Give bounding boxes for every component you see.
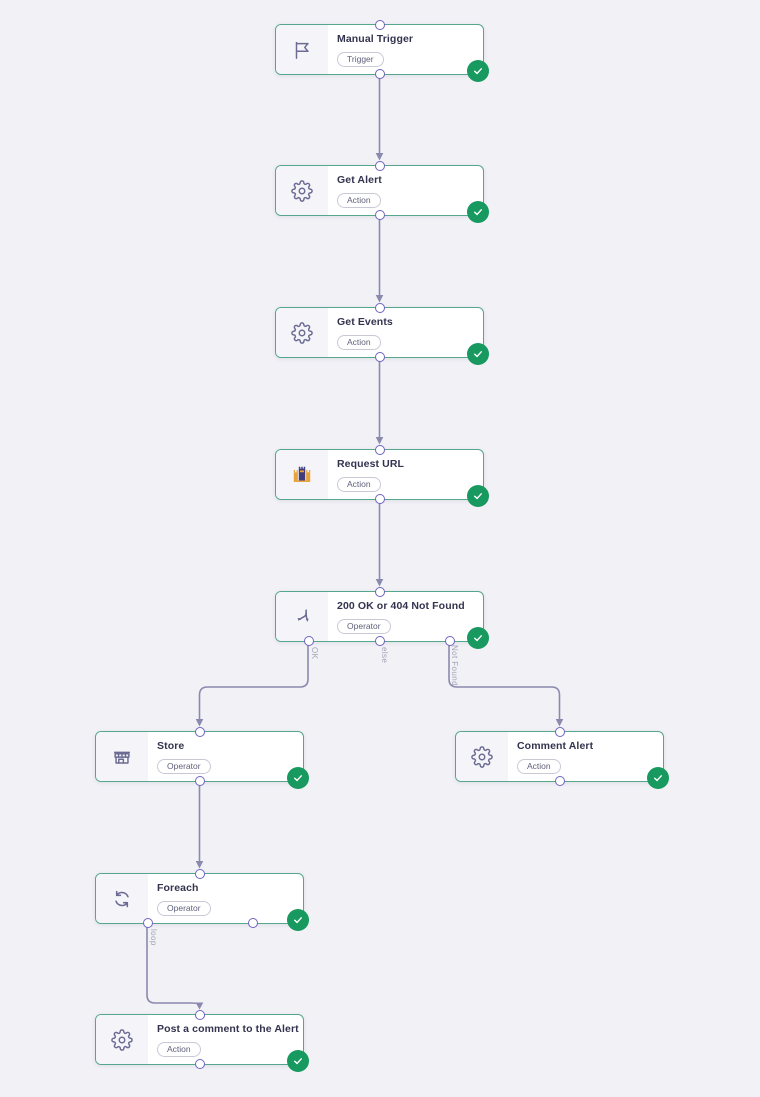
success-check-badge xyxy=(287,767,309,789)
flag-icon xyxy=(276,25,328,74)
loop-icon xyxy=(96,874,148,923)
node-title: Manual Trigger xyxy=(337,33,414,45)
node-title: Store xyxy=(157,740,185,752)
port-ok[interactable] xyxy=(304,636,314,646)
check-icon xyxy=(474,351,482,358)
node-type-badge: Operator xyxy=(337,619,391,635)
node-type-badge: Trigger xyxy=(337,52,384,68)
success-check-badge xyxy=(647,767,669,789)
port-else[interactable] xyxy=(374,636,385,646)
node-title: Foreach xyxy=(157,882,199,894)
check-icon xyxy=(294,1058,302,1065)
gear-icon xyxy=(276,308,328,357)
success-check-badge xyxy=(467,485,489,507)
port-top[interactable] xyxy=(374,20,385,30)
success-check-badge xyxy=(467,627,489,649)
node-get-alert[interactable]: Get Alert Action xyxy=(275,161,489,223)
check-icon xyxy=(474,493,482,500)
castle-app-icon xyxy=(276,450,328,499)
arrowhead-icon xyxy=(375,295,384,303)
node-type-badge: Action xyxy=(517,759,561,775)
check-icon xyxy=(294,917,302,924)
edge-condition-store xyxy=(198,642,309,719)
check-icon xyxy=(294,775,302,782)
node-store[interactable]: Store Operator xyxy=(95,727,309,789)
gear-icon xyxy=(96,1015,148,1064)
port-top[interactable] xyxy=(194,869,205,879)
port-bottom[interactable] xyxy=(194,776,205,786)
arrowhead-icon xyxy=(555,719,564,727)
success-check-badge xyxy=(287,1050,309,1072)
success-check-badge xyxy=(287,909,309,931)
check-icon xyxy=(474,209,482,216)
success-check-badge xyxy=(467,60,489,82)
port-not-found[interactable] xyxy=(445,636,455,646)
node-foreach[interactable]: Foreach Operator xyxy=(95,869,309,931)
node-type-badge: Operator xyxy=(157,759,211,775)
port-top[interactable] xyxy=(194,1010,205,1020)
gear-icon xyxy=(276,166,328,215)
port-bottom[interactable] xyxy=(374,494,385,504)
port-bottom[interactable] xyxy=(194,1059,205,1069)
port-top[interactable] xyxy=(194,727,205,737)
node-manual-trigger[interactable]: Manual Trigger Trigger xyxy=(275,20,489,82)
arrowhead-icon xyxy=(375,437,384,445)
branch-icon xyxy=(276,592,328,641)
port-bottom[interactable] xyxy=(374,210,385,220)
port-bottom[interactable] xyxy=(374,352,385,362)
arrowhead-icon xyxy=(375,153,384,161)
node-type-badge: Action xyxy=(157,1042,201,1058)
node-title: Comment Alert xyxy=(517,740,594,752)
port-top[interactable] xyxy=(374,587,385,597)
store-icon xyxy=(96,732,148,781)
check-icon xyxy=(474,68,482,75)
node-title: 200 OK or 404 Not Found xyxy=(337,600,465,612)
arrowhead-icon xyxy=(195,719,204,727)
branch-label-ok: OK xyxy=(310,647,319,660)
branch-label-loop: loop xyxy=(149,929,158,946)
success-check-badge xyxy=(467,343,489,365)
node-title: Request URL xyxy=(337,458,405,470)
node-type-badge: Action xyxy=(337,477,381,493)
port-top[interactable] xyxy=(374,303,385,313)
node-type-badge: Operator xyxy=(157,901,211,917)
port-loop[interactable] xyxy=(143,918,153,928)
arrowhead-icon xyxy=(375,579,384,587)
node-title: Get Events xyxy=(337,316,393,328)
node-type-badge: Action xyxy=(337,193,381,209)
edge-condition-commentalert xyxy=(448,642,561,719)
gear-icon xyxy=(456,732,508,781)
port-bottom[interactable] xyxy=(554,776,565,786)
node-title: Get Alert xyxy=(337,174,382,186)
port-top[interactable] xyxy=(554,727,565,737)
check-icon xyxy=(474,635,482,642)
node-type-badge: Action xyxy=(337,335,381,351)
success-check-badge xyxy=(467,201,489,223)
node-condition[interactable]: 200 OK or 404 Not Found Operator xyxy=(275,587,489,649)
arrowhead-icon xyxy=(195,861,204,869)
check-icon xyxy=(654,775,662,782)
branch-label-not-found: Not Found xyxy=(450,645,459,686)
node-comment-alert[interactable]: Comment Alert Action xyxy=(455,727,669,789)
node-post-comment[interactable]: Post a comment to the Alert Action xyxy=(95,1010,309,1072)
node-title: Post a comment to the Alert xyxy=(157,1023,299,1035)
port-top[interactable] xyxy=(374,161,385,171)
node-request-url[interactable]: Request URL Action xyxy=(275,445,489,507)
port-bottom[interactable] xyxy=(374,69,385,79)
port-top[interactable] xyxy=(374,445,385,455)
node-get-events[interactable]: Get Events Action xyxy=(275,303,489,365)
port-bottom-right[interactable] xyxy=(248,918,258,928)
arrowhead-icon xyxy=(195,1002,204,1010)
branch-label-else: else xyxy=(380,647,389,664)
